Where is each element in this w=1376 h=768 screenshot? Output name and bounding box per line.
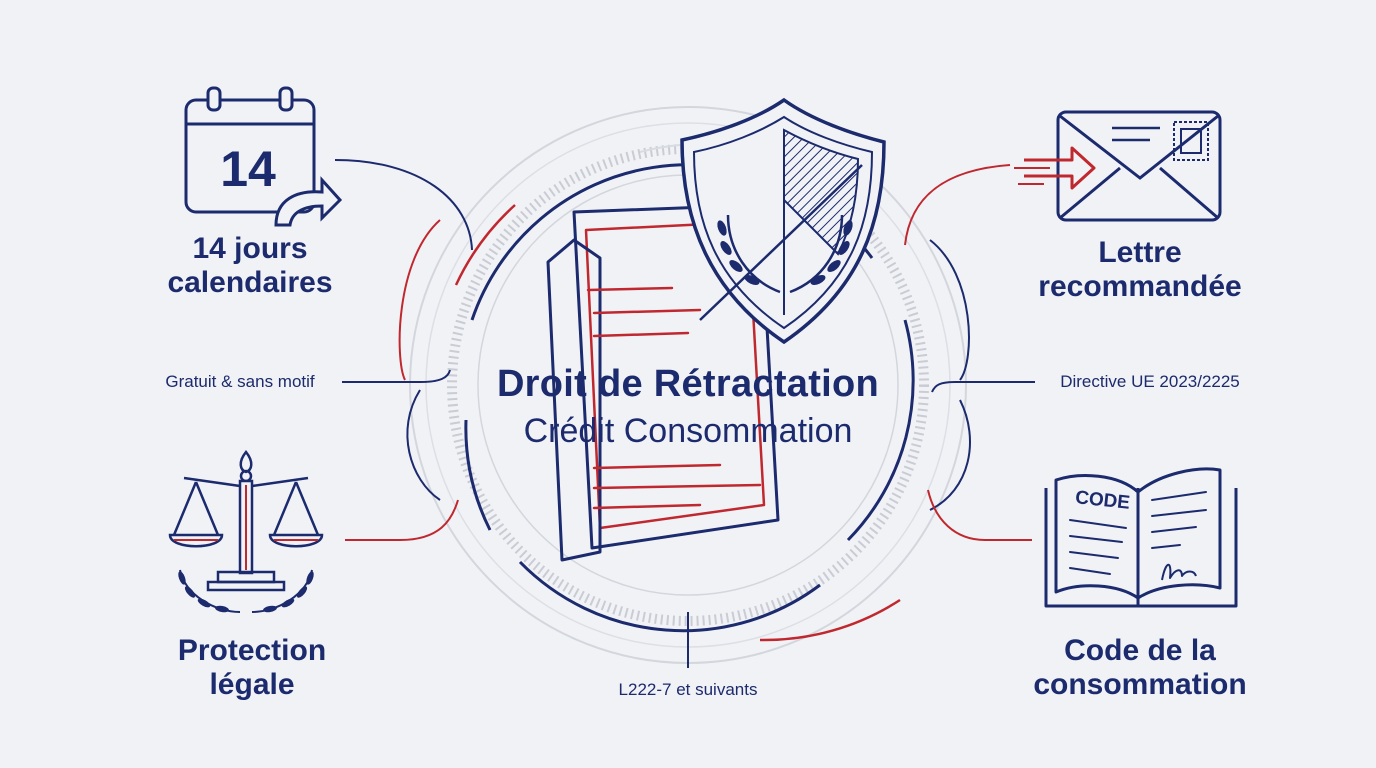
- protection-label-line2: légale: [209, 668, 295, 701]
- annotation-bottom: L222-7 et suivants: [618, 680, 758, 699]
- envelope-icon: [1056, 110, 1222, 222]
- letter-label-line2: recommandée: [1038, 270, 1242, 303]
- code-label: Code de la consommation: [1000, 634, 1280, 702]
- calendar-number: 14: [220, 141, 276, 197]
- annotation-left: Gratuit & sans motif: [165, 372, 315, 391]
- connectors: [334, 159, 1035, 668]
- book-icon: [1044, 467, 1238, 608]
- annotation-right: Directive UE 2023/2225: [1060, 372, 1240, 391]
- shield-icon: [680, 97, 886, 345]
- protection-label: Protection légale: [122, 634, 382, 702]
- calendar-label-line1: 14 jours: [192, 232, 308, 265]
- scales-icon: [168, 449, 324, 613]
- code-label-line2: consommation: [1033, 668, 1247, 701]
- calendar-label: 14 jours calendaires: [120, 232, 380, 300]
- protection-label-line1: Protection: [177, 634, 327, 667]
- center-title: Droit de Rétractation: [496, 363, 880, 405]
- letter-label: Lettre recommandée: [1010, 236, 1270, 304]
- letter-label-line1: Lettre: [1098, 236, 1182, 269]
- calendar-label-line2: calendaires: [167, 266, 333, 299]
- calendar-icon: [184, 86, 343, 227]
- center-subtitle: Crédit Consommation: [523, 412, 853, 450]
- code-label-line1: Code de la: [1064, 634, 1216, 667]
- arrow-icon: [1014, 146, 1096, 190]
